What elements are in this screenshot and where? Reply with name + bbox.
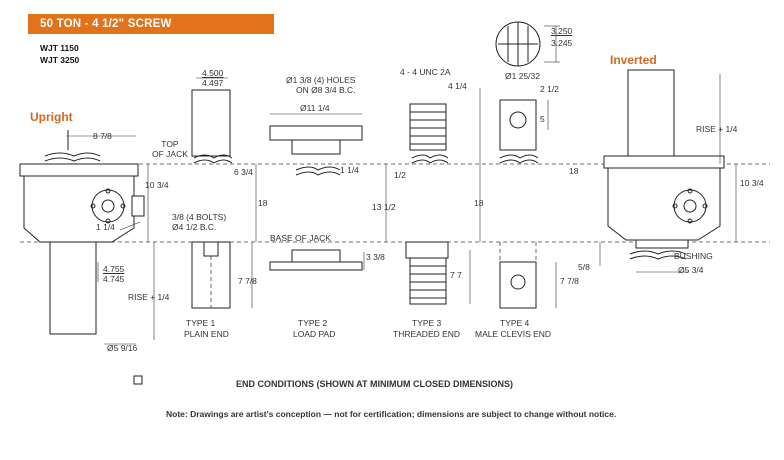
type4-clevis-end [495,21,560,309]
dim-4-755: 4.755 [103,264,125,274]
dim-3-3-8: 3 3/8 [366,252,385,262]
bolts-label: 3/8 (4 BOLTS) [172,212,227,222]
end-3-250: 3.250 [551,26,573,36]
dia-11-1-4: Ø11 1/4 [300,103,330,113]
dim-18-a: 18 [258,198,268,208]
dim-1-2: 1/2 [394,170,406,180]
top-of-jack-label: TOP OF JACK [152,139,188,159]
end-3-245: 3.245 [551,38,573,48]
dim-2-1-2: 2 1/2 [540,84,559,94]
dia-4-497: 4.497 [202,78,224,88]
dim-8-7-8: 8 7/8 [93,131,112,141]
dim-7-7-8-a: 7 7/8 [238,276,257,286]
type3-threaded-end [405,103,449,305]
disclaimer-note: Note: Drawings are artist's conception —… [166,409,617,419]
dia-1-25-32: Ø1 25/32 [505,71,540,81]
dim-18-c: 18 [569,166,579,176]
bushing-label: BUSHING [674,251,713,261]
upright-jack [19,130,145,385]
type4-number: TYPE 4 [500,318,530,328]
bolt-circle-label: Ø4 1/2 B.C. [172,222,217,232]
dim-1-1-4-left: 1 1/4 [96,222,115,232]
dim-4-1-4: 4 1/4 [448,81,467,91]
dim-6-3-4: 6 3/4 [234,167,253,177]
dia-4-500: 4.500 [202,68,224,78]
type3-name: THREADED END [393,329,461,339]
dim-18-b: 18 [474,198,484,208]
model-number: WJT 3250 [40,55,80,65]
upright-label: Upright [30,110,73,124]
rise-right-label: RISE + 1/4 [696,124,738,134]
dim-13-1-2: 13 1/2 [372,202,396,212]
dim-5-8: 5/8 [578,262,590,272]
model-number: WJT 1150 [40,43,79,53]
dim-7-7: 7 7 [450,270,462,280]
holes-line1: Ø1 3/8 (4) HOLES [286,75,356,85]
base-of-jack-label: BASE OF JACK [270,233,331,243]
end-conditions-caption: END CONDITIONS (SHOWN AT MINIMUM CLOSED … [236,379,513,389]
type2-load-pad [269,125,363,271]
dim-10-3-4-right: 10 3/4 [740,178,764,188]
inverted-jack [603,69,725,260]
type1-number: TYPE 1 [186,318,216,328]
type2-number: TYPE 2 [298,318,328,328]
unc-thread-label: 4 - 4 UNC 2A [400,67,451,77]
title-banner: 50 TON - 4 1/2" SCREW [28,14,274,34]
dia-5-9-16: Ø5 9/16 [107,343,138,353]
holes-line2: ON Ø8 3/4 B.C. [296,85,356,95]
dim-4-745: 4.745 [103,274,125,284]
type2-name: LOAD PAD [293,329,336,339]
type4-name: MALE CLEVIS END [475,329,552,339]
type1-name: PLAIN END [184,329,229,339]
dim-5: 5 [540,114,545,124]
dia-5-3-4: Ø5 3/4 [678,265,704,275]
inverted-label: Inverted [610,53,657,67]
type1-plain-end [191,89,233,309]
rise-left-label: RISE + 1/4 [128,292,170,302]
dim-7-7-8-b: 7 7/8 [560,276,579,286]
dim-1-1-4-pad: 1 1/4 [340,165,359,175]
dim-10-3-4-left: 10 3/4 [145,180,169,190]
type3-number: TYPE 3 [412,318,442,328]
